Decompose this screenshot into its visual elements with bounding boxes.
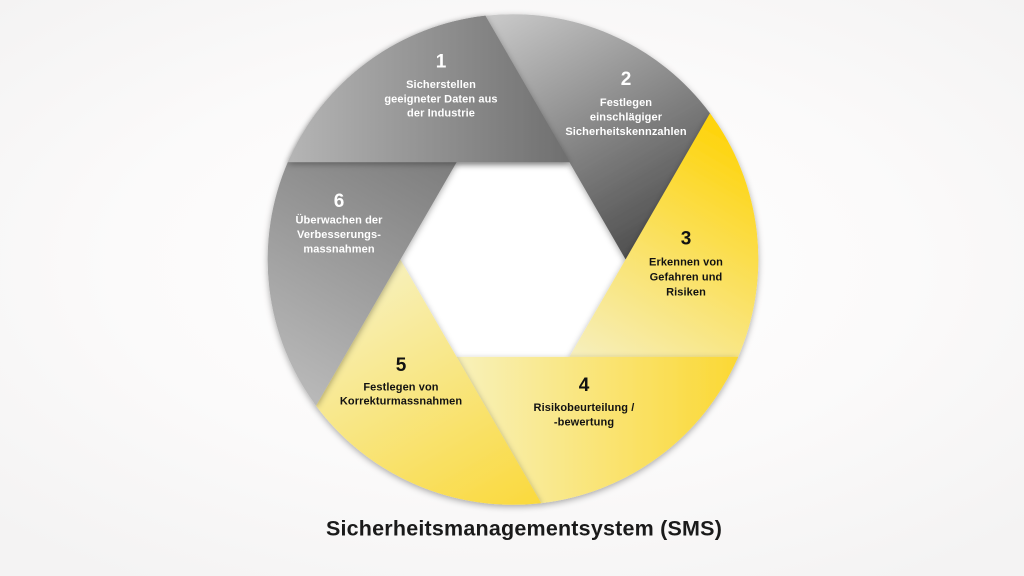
- segment-4-label: 4 Risikobeurteilung / -bewertung: [534, 375, 635, 428]
- segment-3-number: 3: [681, 229, 692, 250]
- segment-1-number: 1: [436, 52, 447, 73]
- segment-6-number: 6: [334, 191, 345, 212]
- segment-2-number: 2: [621, 69, 632, 90]
- segment-2-blade: [484, 14, 711, 261]
- segment-2-text-line: Festlegen: [600, 97, 652, 109]
- segment-4-number: 4: [579, 375, 590, 396]
- segment-2-text-line: einschlägiger: [590, 112, 663, 124]
- segment-5-text-line: Festlegen von: [363, 382, 438, 394]
- segment-2-label: 2 Festlegen einschlägiger Sicherheitsken…: [565, 69, 686, 138]
- aperture-blades: [267, 14, 759, 505]
- segment-5-label: 5 Festlegen von Korrekturmassnahmen: [340, 355, 463, 408]
- segment-6-text-line: Verbesserungs-: [297, 229, 381, 241]
- segment-4-blade: [455, 356, 739, 504]
- segment-3-text-line: Erkennen von: [649, 257, 723, 269]
- segment-1-label: 1 Sicherstellen geeigneter Daten aus der…: [384, 52, 497, 120]
- segment-1-text-line: geeigneter Daten aus: [384, 93, 497, 105]
- segment-3-text-line: Gefahren und: [650, 272, 723, 284]
- segment-3-label: 3 Erkennen von Gefahren und Risiken: [649, 229, 723, 299]
- diagram-title: Sicherheitsmanagementsystem (SMS): [326, 517, 722, 541]
- segment-3-blade: [568, 113, 759, 358]
- segment-5-blade: [315, 258, 542, 505]
- segment-6-label: 6 Überwachen der Verbesserungs- massnahm…: [296, 191, 384, 256]
- segment-3-text-line: Risiken: [666, 287, 706, 299]
- segment-1-text-line: Sicherstellen: [406, 79, 476, 91]
- segment-5-number: 5: [396, 355, 407, 376]
- segment-labels: 1 Sicherstellen geeigneter Daten aus der…: [296, 52, 724, 429]
- aperture-center-hexagon: [400, 161, 626, 358]
- segment-2-text-line: Sicherheitskennzahlen: [565, 126, 686, 138]
- segment-6-blade: [267, 161, 458, 406]
- segment-4-text-line: -bewertung: [554, 416, 614, 428]
- segment-1-text-line: der Industrie: [407, 108, 475, 120]
- segment-5-text-line: Korrekturmassnahmen: [340, 396, 463, 408]
- segment-6-text-line: massnahmen: [303, 244, 374, 256]
- segment-4-text-line: Risikobeurteilung /: [534, 402, 635, 414]
- segment-6-text-line: Überwachen der: [296, 214, 384, 227]
